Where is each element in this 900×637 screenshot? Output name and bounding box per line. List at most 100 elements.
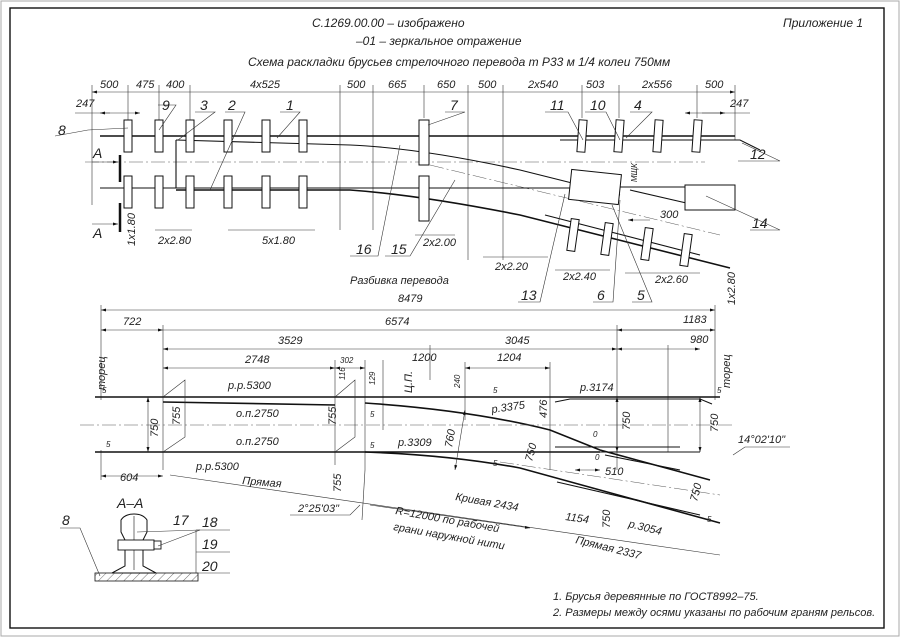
end-label-right: торец <box>721 354 733 388</box>
position-16: 16 <box>356 241 372 257</box>
note-2: 2. Размеры между осями указаны по рабочи… <box>552 607 875 619</box>
rail-r3054: р.3054 <box>626 518 663 538</box>
tie-scheme: 500 475 400 4x525 500 665 650 500 2x540 … <box>54 79 781 305</box>
dim-1200: 1200 <box>412 352 437 364</box>
gap-5-d: 5 <box>370 441 375 450</box>
dim-247-left: 247 <box>75 98 95 110</box>
dim-1183: 1183 <box>683 314 708 326</box>
rail-r3174: р.3174 <box>579 382 614 394</box>
gap-5-a: 5 <box>102 386 107 395</box>
dim-755-b: 755 <box>327 406 339 425</box>
dim-3529: 3529 <box>278 335 302 347</box>
dim-750-b: 750 <box>523 441 540 463</box>
group-5x1.80: 5x1.80 <box>262 235 296 247</box>
dim-8479: 8479 <box>398 293 422 305</box>
dim-980: 980 <box>690 334 709 346</box>
rail-op-top: о.п.2750 <box>236 408 280 420</box>
dim-2x556: 2x556 <box>641 79 673 91</box>
position-7: 7 <box>450 97 459 113</box>
mshk-label: МЩК <box>630 162 639 182</box>
dim-476: 476 <box>538 399 550 418</box>
dim-247-right: 247 <box>729 98 749 110</box>
dim-510: 510 <box>605 466 624 478</box>
position-11: 11 <box>550 97 565 113</box>
section-part-8: 8 <box>62 512 70 528</box>
dim-755-a: 755 <box>171 406 183 425</box>
end-label-left: торец <box>96 356 108 390</box>
position-5: 5 <box>637 287 645 303</box>
header: С.1269.00.00 – изображено –01 – зеркальн… <box>248 16 863 69</box>
dim-503: 503 <box>586 79 605 91</box>
dim-750-f: 750 <box>601 509 613 528</box>
dim-6574: 6574 <box>385 316 409 328</box>
layout-title: Разбивка перевода <box>350 275 449 287</box>
dim-129: 129 <box>368 371 377 385</box>
group-1x1.80: 1x1.80 <box>126 212 138 246</box>
section-part-17: 17 <box>173 512 190 528</box>
position-4: 4 <box>634 97 642 113</box>
rail-r3309: р.3309 <box>397 437 432 449</box>
gap-5-b: 5 <box>106 440 111 449</box>
section-title: А–А <box>116 495 143 511</box>
section-part-20: 20 <box>201 558 218 574</box>
dim-300: 300 <box>660 209 679 221</box>
zero-bottom: 0 <box>595 453 600 462</box>
group-2x2.80: 2x2.80 <box>157 235 192 247</box>
section-part-19: 19 <box>202 536 218 552</box>
dim-1154: 1154 <box>565 511 590 526</box>
rail-rr-top: р.р.5300 <box>227 380 272 392</box>
gap-5-g: 5 <box>717 386 722 395</box>
angle-label-2: 14°02'10" <box>738 434 786 446</box>
position-10: 10 <box>590 97 606 113</box>
position-14: 14 <box>752 215 768 231</box>
box-14 <box>684 184 736 211</box>
dim-722: 722 <box>123 316 141 328</box>
straight-2337-label: Прямая 2337 <box>574 534 643 562</box>
position-8: 8 <box>58 122 66 138</box>
group-2x2.60: 2x2.60 <box>654 274 689 286</box>
position-3: 3 <box>200 97 208 113</box>
center-label: Ц.П. <box>403 371 415 393</box>
group-2x2.40: 2x2.40 <box>562 271 597 283</box>
section-mark-a-bottom: А <box>92 225 102 241</box>
group-2x2.20: 2x2.20 <box>494 261 529 273</box>
rail-op-bottom: о.п.2750 <box>236 436 280 448</box>
dim-500c: 500 <box>478 79 497 91</box>
rail-r3375: р.3375 <box>490 399 527 416</box>
dim-604: 604 <box>120 472 138 484</box>
dim-475: 475 <box>136 79 155 91</box>
gap-5-c: 5 <box>370 410 375 419</box>
dim-2x540: 2x540 <box>527 79 559 91</box>
dim-750-left: 750 <box>149 418 161 437</box>
position-6: 6 <box>597 287 605 303</box>
position-13: 13 <box>521 287 537 303</box>
gap-5-e: 5 <box>493 386 498 395</box>
position-1: 1 <box>286 97 294 113</box>
dim-500b: 500 <box>347 79 366 91</box>
dim-755-c: 755 <box>332 473 344 492</box>
notes: 1. Брусья деревянные по ГОСТ8992–75. 2. … <box>552 591 875 619</box>
dim-116: 116 <box>338 367 347 380</box>
dim-302: 302 <box>340 356 354 365</box>
ties <box>123 119 736 267</box>
dim-3045: 3045 <box>505 335 530 347</box>
dim-500d: 500 <box>705 79 724 91</box>
dim-750-d: 750 <box>709 413 721 432</box>
position-12: 12 <box>750 146 766 162</box>
section-part-18: 18 <box>202 514 218 530</box>
position-9: 9 <box>162 97 170 113</box>
dim-2748: 2748 <box>244 354 270 366</box>
dim-500: 500 <box>100 79 119 91</box>
dim-4x525: 4x525 <box>250 79 281 91</box>
zero-top: 0 <box>593 430 598 439</box>
rail-rr-bottom: р.р.5300 <box>195 461 240 473</box>
dim-1204: 1204 <box>497 352 521 364</box>
group-1x2.80: 1x2.80 <box>726 271 738 305</box>
position-15: 15 <box>391 241 407 257</box>
switch-box <box>568 168 622 206</box>
switch-layout: Разбивка перевода 8479 722 6574 1183 352… <box>80 275 790 562</box>
straight-label: Прямая <box>242 475 282 490</box>
scheme-title: Схема раскладки брусьев стрелочного пере… <box>248 55 670 69</box>
